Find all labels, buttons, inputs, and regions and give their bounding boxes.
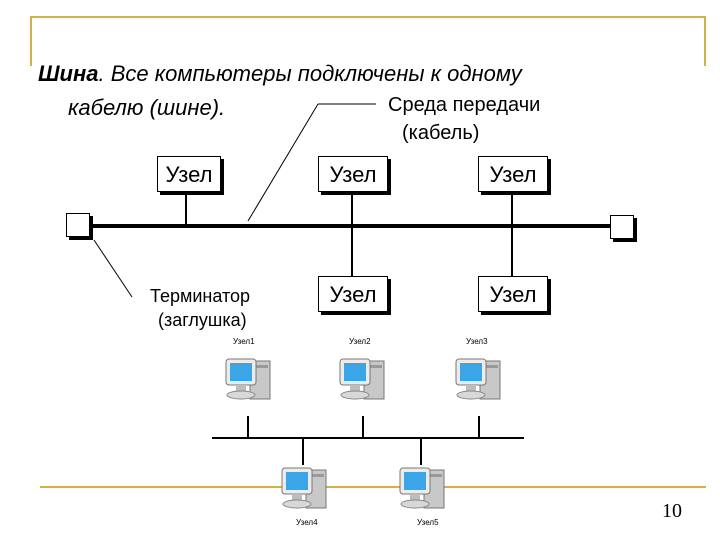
top-border-line <box>30 16 706 18</box>
terminator-pointer-line <box>93 239 133 298</box>
terminator-right <box>610 215 634 239</box>
computer-icon <box>281 467 327 509</box>
computer-icon <box>339 358 385 400</box>
node-drop-3 <box>511 190 513 226</box>
node-box: Узел <box>478 156 548 192</box>
network-drop-5 <box>420 437 422 465</box>
node-box: Узел <box>157 156 221 192</box>
title-bold: Шина <box>38 61 99 86</box>
terminator-label-line2: (заглушка) <box>158 310 247 330</box>
bottom-border-line <box>40 486 706 488</box>
network-drop-1 <box>247 416 249 438</box>
pc-label: Узел4 <box>296 518 318 527</box>
terminator-label-line1: Терминатор <box>150 286 251 306</box>
node-drop-1 <box>185 190 187 226</box>
network-drop-3 <box>478 416 480 438</box>
pc-label: Узел1 <box>233 337 255 346</box>
medium-pointer-line <box>247 103 319 222</box>
title-rest: . Все компьютеры подключены к одному <box>98 61 522 86</box>
pc-label: Узел5 <box>417 518 439 527</box>
node-drop-4 <box>351 226 353 278</box>
pc-label: Узел3 <box>466 337 488 346</box>
pc-label: Узел2 <box>349 337 371 346</box>
computer-icon <box>225 358 271 400</box>
node-box: Узел <box>318 156 388 192</box>
node-box: Узел <box>478 276 548 312</box>
node-box: Узел <box>318 276 388 312</box>
network-bus <box>212 437 524 439</box>
computer-icon <box>455 358 501 400</box>
terminator-left <box>66 213 90 237</box>
right-border-line <box>704 16 706 66</box>
left-border-line <box>30 16 32 66</box>
medium-label-line2: (кабель) <box>402 122 480 144</box>
page-number: 10 <box>662 500 682 522</box>
node-drop-2 <box>351 190 353 226</box>
computer-icon <box>399 467 445 509</box>
slide-title-line2: кабелю (шине). <box>68 95 226 120</box>
medium-label-line1: Среда передачи <box>388 94 541 116</box>
node-drop-5 <box>511 226 513 278</box>
network-drop-4 <box>302 437 304 465</box>
slide-title: Шина. Все компьютеры подключены к одному <box>38 58 522 90</box>
network-drop-2 <box>362 416 364 438</box>
